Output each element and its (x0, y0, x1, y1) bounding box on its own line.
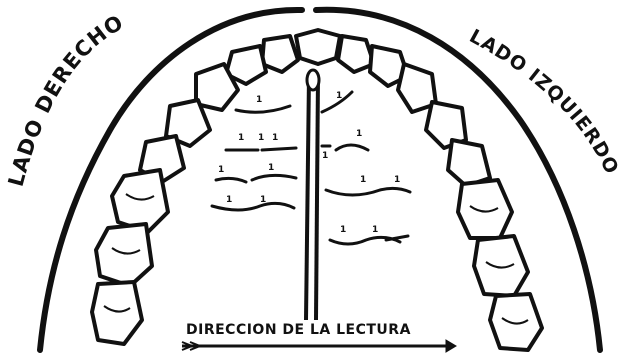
svg-text:1: 1 (258, 133, 264, 143)
ruga (212, 203, 294, 210)
rugae-numbers-left: 1 1 1 1 1 1 1 (322, 91, 400, 235)
svg-text:1: 1 (238, 133, 244, 143)
svg-text:1: 1 (356, 129, 362, 139)
tooth-molar (474, 236, 528, 296)
svg-text:1: 1 (360, 175, 366, 185)
tooth-molar (458, 180, 512, 238)
tooth-premolar (448, 140, 490, 186)
palatal-rugae-left (322, 92, 410, 244)
ruga (330, 236, 408, 244)
svg-text:1: 1 (268, 163, 274, 173)
tooth-molar (490, 294, 542, 350)
svg-text:1: 1 (218, 165, 224, 175)
right-side-label: LADO DERECHO (4, 10, 128, 189)
ruga (322, 145, 368, 150)
reading-direction-label: DIRECCION DE LA LECTURA (186, 322, 411, 338)
svg-text:1: 1 (272, 133, 278, 143)
ruga (226, 148, 296, 150)
tooth-incisor (262, 36, 298, 72)
ruga (236, 106, 290, 112)
reading-direction-arrow (182, 340, 456, 352)
svg-text:1: 1 (336, 91, 342, 101)
tooth-incisor (296, 30, 340, 64)
palatal-rugae-right (212, 106, 296, 210)
svg-text:1: 1 (260, 195, 266, 205)
svg-text:1: 1 (394, 175, 400, 185)
ruga (326, 188, 410, 195)
ruga (216, 175, 296, 182)
svg-text:1: 1 (256, 95, 262, 105)
svg-text:1: 1 (226, 195, 232, 205)
svg-text:1: 1 (322, 151, 328, 161)
tooth-molar (92, 282, 142, 344)
tooth-molar (96, 224, 152, 286)
svg-text:1: 1 (340, 225, 346, 235)
svg-text:1: 1 (372, 225, 378, 235)
median-raphe (306, 70, 319, 320)
